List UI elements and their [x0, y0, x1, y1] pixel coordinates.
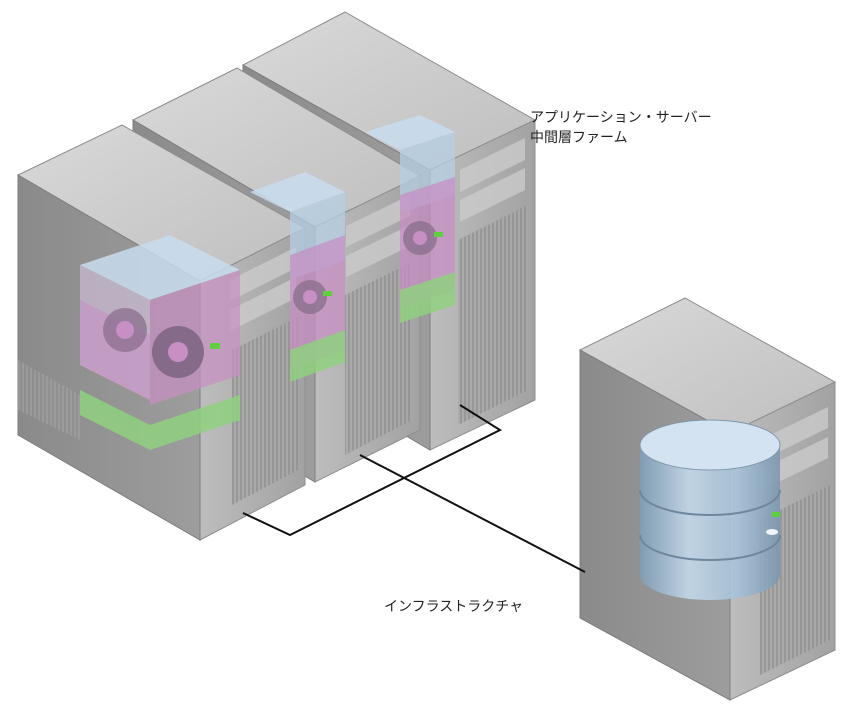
infrastructure-label: インフラストラクチャ	[384, 599, 524, 615]
led-indicator	[210, 343, 220, 349]
app-component-back	[365, 115, 455, 323]
app-server-farm-label: アプリケーション・サーバー 中間層ファーム	[530, 108, 712, 148]
app-server-farm-label-line2: 中間層ファーム	[530, 130, 628, 146]
network-connectors	[242, 404, 586, 573]
app-component-front	[80, 235, 240, 450]
app-component-middle	[250, 172, 345, 382]
app-server-farm-label-line1: アプリケーション・サーバー	[530, 110, 712, 126]
led-indicator	[772, 512, 780, 517]
database-icon	[639, 419, 781, 600]
